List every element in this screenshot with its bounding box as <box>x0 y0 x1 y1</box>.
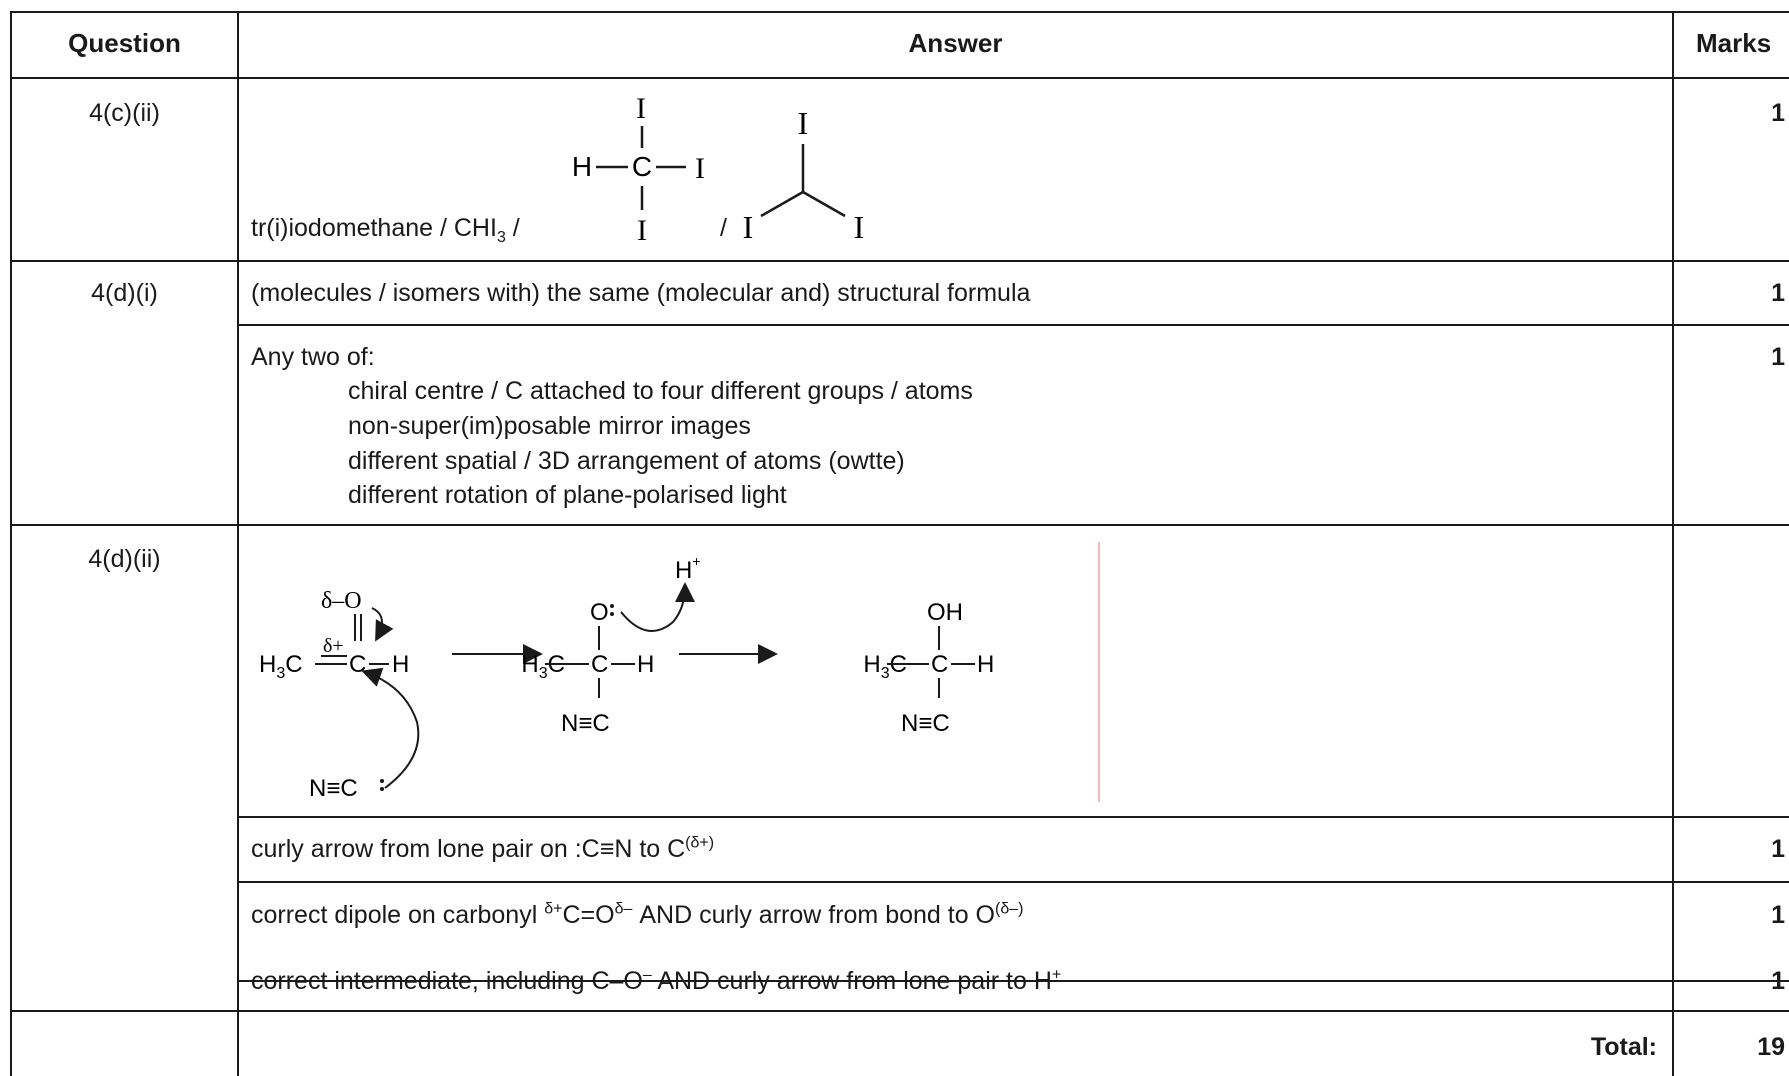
hydroxyl-group: OH <box>927 599 963 626</box>
methyl-group: H3C <box>259 651 303 682</box>
answer-main-text: correct dipole on carbonyl <box>251 901 545 929</box>
header-question: Question <box>68 28 181 58</box>
answer-text: correct dipole on carbonyl δ+C=Oδ– AND c… <box>251 898 1023 932</box>
central-carbon: C <box>931 651 948 678</box>
hydrogen-atom: H <box>637 651 654 678</box>
table-border-left <box>10 11 12 1076</box>
answer-main-text: C=O <box>562 901 615 929</box>
carbonyl-carbon: C <box>349 651 366 678</box>
superscript: δ+ <box>544 900 563 918</box>
methyl-group: H3C <box>863 651 907 682</box>
marks-value: 1 <box>1771 99 1785 127</box>
column-divider <box>237 11 239 1076</box>
question-label: 4(d)(i) <box>91 279 158 307</box>
total-label: Total: <box>1590 1033 1657 1061</box>
superscript: + <box>1051 966 1062 984</box>
atom-label: I <box>637 214 647 247</box>
answer-text: (molecules / isomers with) the same (mol… <box>251 279 1031 307</box>
superscript: (δ–) <box>995 900 1024 918</box>
atom-label: I <box>695 152 705 185</box>
answer-item: non-super(im)posable mirror images <box>348 412 751 440</box>
header-divider <box>10 77 1789 79</box>
nitrile-group: N≡C <box>561 710 610 737</box>
total-divider <box>10 1010 1789 1012</box>
h-plus: H+ <box>675 553 701 584</box>
alkoxide-oxygen: O <box>590 599 609 626</box>
atom-label: I <box>798 105 809 141</box>
superscript: (δ+) <box>685 834 715 852</box>
atom-label: I <box>743 209 754 245</box>
separator: / <box>720 214 727 242</box>
header-marks: Marks <box>1696 28 1772 58</box>
row-divider <box>237 324 1789 326</box>
answer-main-text: correct intermediate, including C–O <box>251 967 643 995</box>
answer-main-text: AND curly arrow from lone pair to H <box>651 967 1052 995</box>
answer-main-text: AND curly arrow from bond to O <box>632 901 996 929</box>
answer-text: tr(i)iodomethane / CHI3 / <box>251 211 520 246</box>
answer-text: correct intermediate, including C–O– AND… <box>251 964 1061 998</box>
cyanide-ion: N≡C <box>309 775 358 802</box>
row-divider <box>10 524 1789 526</box>
atom-label: C <box>632 151 652 182</box>
answer-text: curly arrow from lone pair on :C≡N to C(… <box>251 832 714 866</box>
answer-item: different rotation of plane-polarised li… <box>348 481 787 509</box>
subscript: 3 <box>496 229 506 246</box>
marks-value: 1 <box>1771 901 1785 929</box>
atom-label: H <box>572 151 592 182</box>
atom-label: I <box>854 209 865 245</box>
answer-main-text: curly arrow from lone pair on :C≡N to C <box>251 835 686 863</box>
hydrogen-atom: H <box>392 651 409 678</box>
question-label: 4(c)(ii) <box>89 99 160 127</box>
table-border-top <box>10 11 1789 13</box>
triiodomethane-structure: I H C I I <box>572 92 705 247</box>
atom-label: I <box>636 92 646 125</box>
answer-item: chiral centre / C attached to four diffe… <box>348 377 973 405</box>
answer-intro: Any two of: <box>251 343 375 371</box>
total-marks: 19 <box>1757 1033 1785 1061</box>
question-label: 4(d)(ii) <box>88 545 161 573</box>
separator: / <box>512 214 520 242</box>
superscript: – <box>642 966 652 984</box>
row-divider <box>237 980 1789 982</box>
nitrile-group: N≡C <box>901 710 950 737</box>
answer-prefix: tr(i)iodomethane / CHI <box>251 214 497 242</box>
superscript: δ– <box>614 900 633 918</box>
marks-value: 1 <box>1771 835 1785 863</box>
marks-value: 1 <box>1771 967 1785 995</box>
central-carbon: C <box>591 651 608 678</box>
header-answer: Answer <box>908 28 1003 58</box>
methyl-group: H3C <box>521 651 565 682</box>
hydrogen-atom: H <box>977 651 994 678</box>
delta-minus-o: δ–O <box>321 588 362 614</box>
delta-plus: δ+ <box>323 635 344 657</box>
marks-value: 1 <box>1771 343 1785 371</box>
mechanism-diagram: δ–O δ+ H3C C H N≡C O H+ H3C C H N≡C OH H… <box>259 542 1100 802</box>
column-divider <box>1672 11 1674 1076</box>
skeletal-structure: I I I <box>743 105 865 245</box>
marks-value: 1 <box>1771 279 1785 307</box>
row-divider <box>237 881 1789 883</box>
row-divider <box>237 816 1789 818</box>
row-divider <box>10 260 1789 262</box>
answer-item: different spatial / 3D arrangement of at… <box>348 447 905 475</box>
